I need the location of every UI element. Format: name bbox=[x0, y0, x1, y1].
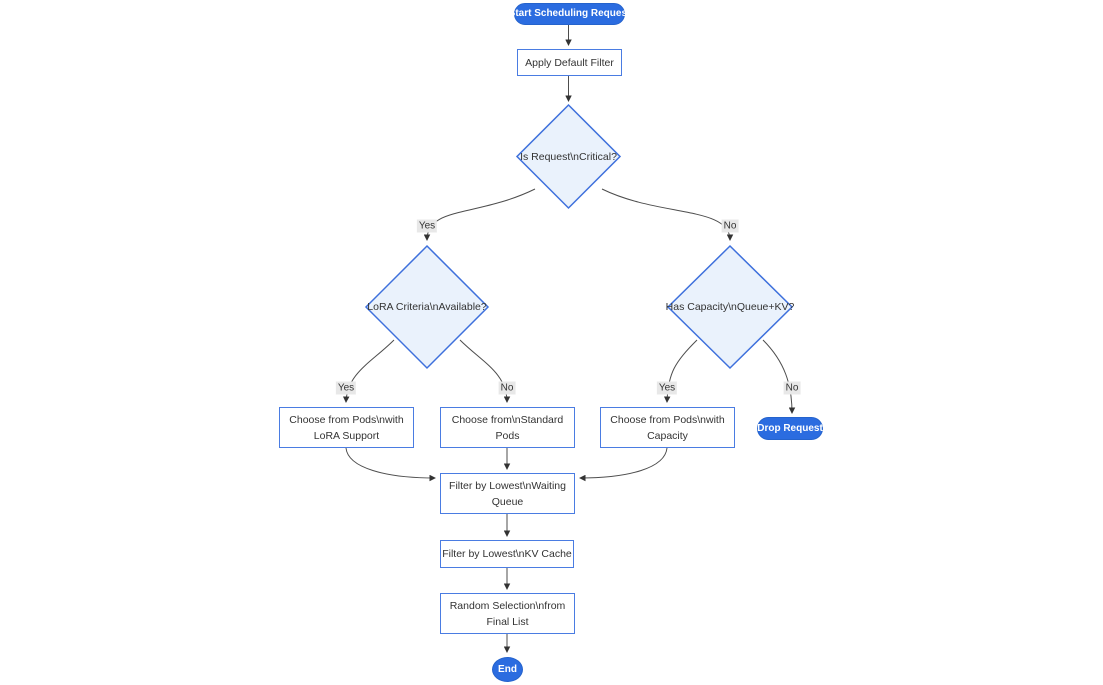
decision-has-capacity-label: Has Capacity\nQueue+KV? bbox=[665, 301, 795, 313]
edge-capacity-no bbox=[762, 339, 796, 414]
end-node: End bbox=[492, 657, 523, 682]
decision-is-critical-shape bbox=[515, 103, 622, 210]
filter-waiting-queue-label: Filter by Lowest\nWaiting Queue bbox=[449, 479, 566, 508]
decision-lora-available-shape bbox=[364, 244, 490, 370]
apply-default-filter-node: Apply Default Filter bbox=[517, 49, 622, 76]
edge-label-critical-yes: Yes bbox=[416, 219, 438, 233]
edge-label-capacity-yes: Yes bbox=[656, 381, 678, 395]
choose-lora-pods-label: Choose from Pods\nwith LoRA Support bbox=[289, 413, 404, 442]
filter-kv-cache-node: Filter by Lowest\nKV Cache bbox=[440, 540, 574, 568]
edge-label-lora-no: No bbox=[498, 381, 516, 395]
edge-label-lora-yes: Yes bbox=[335, 381, 357, 395]
decision-lora-available-label: LoRA Criteria\nAvailable? bbox=[367, 301, 487, 313]
edge-label-capacity-no: No bbox=[783, 381, 801, 395]
decision-has-capacity-shape bbox=[666, 244, 794, 370]
filter-waiting-queue-node: Filter by Lowest\nWaiting Queue bbox=[440, 473, 575, 514]
edge-is-critical-no bbox=[601, 188, 734, 241]
apply-default-filter-label: Apply Default Filter bbox=[525, 56, 614, 69]
drop-request-label: Drop Request bbox=[757, 422, 823, 434]
random-selection-label: Random Selection\nfrom Final List bbox=[449, 599, 566, 628]
edge-choose-lora-to-filter-queue bbox=[345, 447, 436, 482]
decision-is-critical-label: Is Request\nCritical? bbox=[520, 150, 617, 163]
edge-label-critical-no: No bbox=[721, 219, 739, 233]
edge-is-critical-yes bbox=[423, 188, 536, 241]
choose-lora-pods-node: Choose from Pods\nwith LoRA Support bbox=[279, 407, 414, 448]
end-node-label: End bbox=[498, 663, 517, 675]
drop-request-node: Drop Request bbox=[757, 417, 823, 440]
choose-capacity-pods-node: Choose from Pods\nwith Capacity bbox=[600, 407, 735, 448]
edge-choose-capacity-to-filter-queue bbox=[579, 447, 668, 482]
start-node-label: Start Scheduling Request bbox=[508, 8, 631, 19]
choose-standard-pods-node: Choose from\nStandard Pods bbox=[440, 407, 575, 448]
start-node: Start Scheduling Request bbox=[509, 3, 630, 25]
choose-capacity-pods-label: Choose from Pods\nwith Capacity bbox=[610, 413, 725, 442]
choose-standard-pods-label: Choose from\nStandard Pods bbox=[451, 413, 564, 442]
filter-kv-cache-label: Filter by Lowest\nKV Cache bbox=[442, 548, 572, 560]
random-selection-node: Random Selection\nfrom Final List bbox=[440, 593, 575, 634]
